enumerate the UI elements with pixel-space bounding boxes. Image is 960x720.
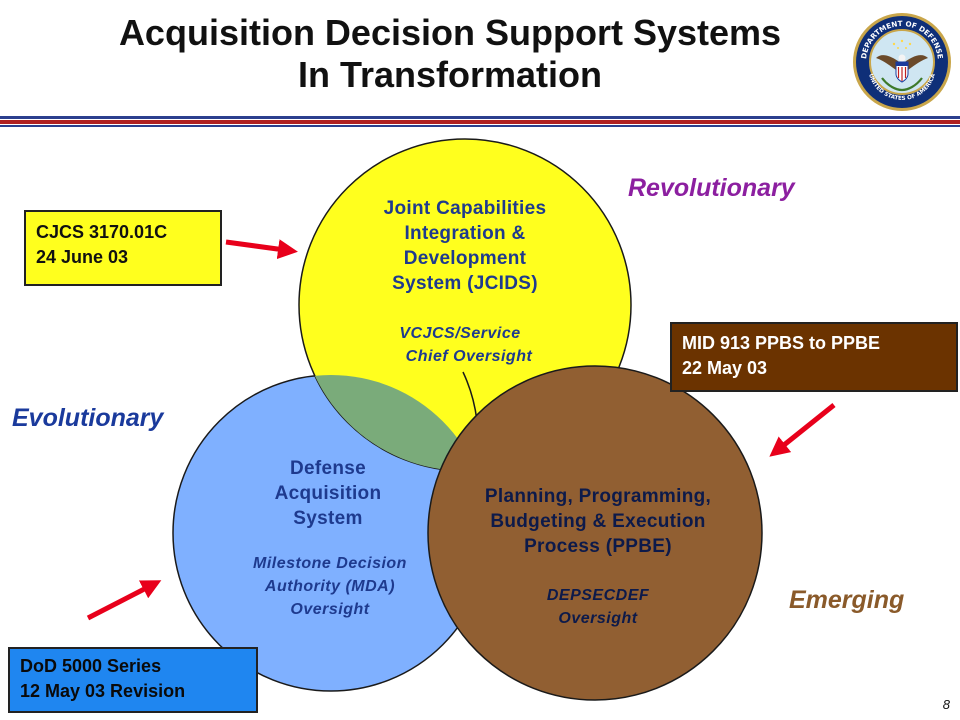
page-title: Acquisition Decision Support Systems In … <box>0 12 900 96</box>
cjcs-box: CJCS 3170.01C 24 June 03 <box>24 210 222 286</box>
title-line-2: In Transformation <box>297 54 603 95</box>
ppbe-circle <box>427 365 763 701</box>
revolutionary-label: Revolutionary <box>628 174 795 202</box>
mid-box: MID 913 PPBS to PPBE 22 May 03 <box>670 322 958 392</box>
header-rule-blue <box>0 116 960 119</box>
jcids-das-overlap <box>299 375 489 471</box>
header-rule-blue-lower <box>0 125 960 127</box>
dod-box: DoD 5000 Series 12 May 03 Revision <box>8 647 258 713</box>
jcids-oversight: VCJCS/Service Chief Oversight <box>399 325 533 365</box>
header-rule-red <box>0 120 960 124</box>
jcids-label: Joint Capabilities Integration & Develop… <box>383 198 547 294</box>
page-number: 8 <box>942 697 950 712</box>
dod-seal-icon: DEPARTMENT OF DEFENSE UNITED STATES OF A… <box>853 13 951 111</box>
ppbe-label: Planning, Programming, Budgeting & Execu… <box>484 486 712 557</box>
ppbe-oversight: DEPSECDEF Oversight <box>546 587 650 627</box>
mid-arrow <box>769 403 836 457</box>
das-label: Defense Acquisition System <box>274 458 382 529</box>
cjcs-arrow <box>225 239 298 260</box>
emerging-label: Emerging <box>789 586 905 614</box>
dod-arrow <box>86 580 162 621</box>
evolutionary-label: Evolutionary <box>12 404 164 432</box>
das-oversight: Milestone Decision Authority (MDA) Overs… <box>253 555 407 618</box>
title-line-1: Acquisition Decision Support Systems <box>118 12 782 53</box>
